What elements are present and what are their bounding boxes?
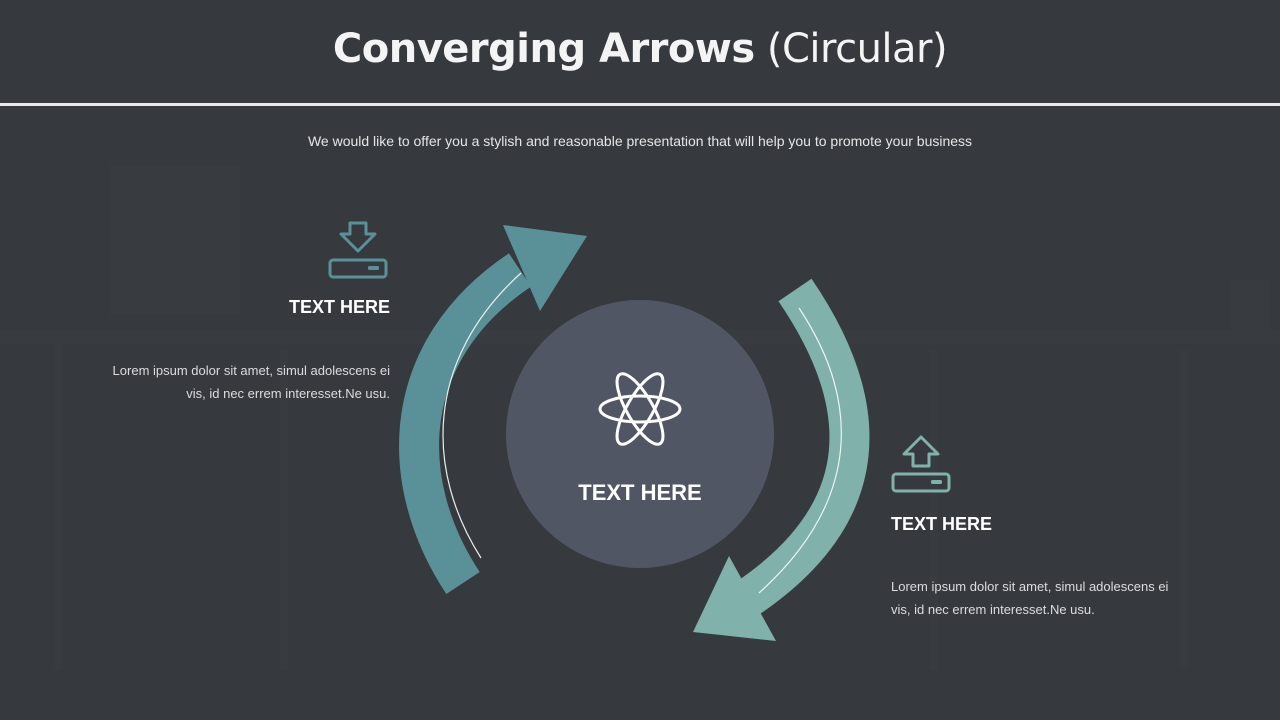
slide-title: Converging Arrows (Circular) <box>0 26 1280 72</box>
left-block-title: TEXT HERE <box>288 297 390 317</box>
right-curved-arrow <box>693 278 870 641</box>
title-divider <box>0 103 1280 106</box>
right-block-title: TEXT HERE <box>891 514 993 534</box>
upload-tray-icon <box>891 435 951 493</box>
slide-subtitle: We would like to offer you a stylish and… <box>307 133 973 149</box>
right-block-body: Lorem ipsum dolor sit amet, simul adoles… <box>891 579 1169 617</box>
title-qualifier: (Circular) <box>766 26 948 72</box>
center-label: TEXT HERE <box>578 480 702 505</box>
title-main: Converging Arrows <box>332 26 755 72</box>
left-block-body: Lorem ipsum dolor sit amet, simul adoles… <box>112 363 390 401</box>
center-circle <box>506 300 774 568</box>
atom-icon <box>598 372 682 446</box>
download-tray-icon <box>328 221 388 279</box>
left-curved-arrow <box>399 225 587 595</box>
